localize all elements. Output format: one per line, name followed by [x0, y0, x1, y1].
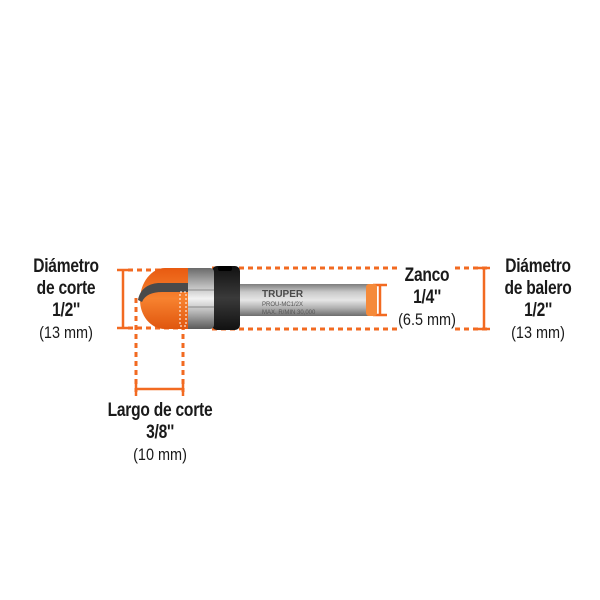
cut-diameter-label: Diámetro de corte 1/2'' (13 mm): [18, 256, 114, 344]
shank-fraction: 1/4'': [413, 287, 441, 308]
svg-text:PROU-MC1/2X: PROU-MC1/2X: [262, 302, 303, 308]
cut-length-metric: (10 mm): [133, 445, 187, 464]
bearing: [184, 268, 214, 329]
lock-collar: [212, 266, 240, 330]
shank: TRUPER PROU-MC1/2X MAX. R/MIN 30,000: [238, 284, 377, 316]
bearing-diameter-label: Diámetro de balero 1/2'' (13 mm): [488, 256, 588, 344]
bearing-diameter-metric: (13 mm): [511, 323, 565, 342]
cut-diameter-fraction: 1/2'': [52, 300, 80, 321]
cut-diameter-title-2: de corte: [36, 278, 96, 299]
cut-length-label: Largo de corte 3/8'' (10 mm): [90, 400, 230, 466]
brand-mark: TRUPER: [262, 289, 304, 300]
shank-title: Zanco: [404, 265, 450, 286]
cut-diameter-title-1: Diámetro: [33, 256, 99, 277]
cut-length-fraction: 3/8'': [146, 422, 174, 443]
bearing-diameter-fraction: 1/2'': [524, 300, 552, 321]
cutter-head: [138, 268, 188, 329]
bearing-diameter-title-1: Diámetro: [505, 256, 571, 277]
svg-text:MAX. R/MIN 30,000: MAX. R/MIN 30,000: [262, 310, 316, 316]
cut-length-title: Largo de corte: [107, 400, 213, 421]
bearing-diameter-title-2: de balero: [504, 278, 572, 299]
shank-metric: (6.5 mm): [398, 310, 456, 329]
dimension-bars: [117, 266, 490, 396]
cut-diameter-metric: (13 mm): [39, 323, 93, 342]
shank-label: Zanco 1/4'' (6.5 mm): [384, 265, 470, 331]
